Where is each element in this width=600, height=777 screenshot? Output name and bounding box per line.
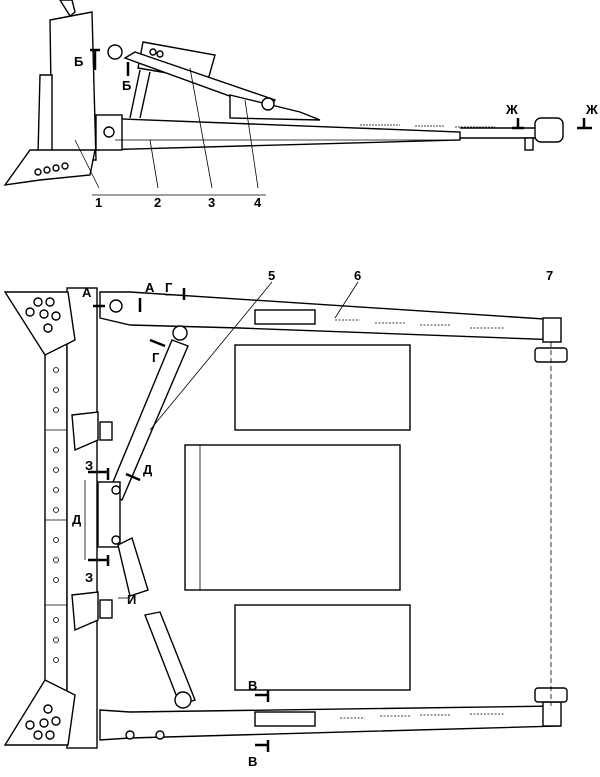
track-bottom [234,604,411,691]
callout-4: 4 [254,195,262,210]
callout-7: 7 [546,268,553,283]
hydraulic-cylinder-4 [123,51,277,111]
section-mark-b-1: Б [74,54,83,69]
blade-holes [34,162,69,176]
blade-box [44,299,68,721]
section-mark-z-2: З [85,570,93,585]
blade-side-holes [53,367,59,663]
arm-pivot [109,299,123,313]
blade-wing-top [3,291,76,356]
callout-3: 3 [208,195,215,210]
callout-6: 6 [354,268,361,283]
callout-5: 5 [268,268,275,283]
section-mark-v-1: В [248,678,257,693]
callout-2: 2 [154,195,161,210]
brace-strut-5 [107,339,189,501]
arm-joint [254,309,316,325]
callout-1: 1 [95,195,102,210]
section-mark-i: И [127,592,136,607]
blade-wing-bottom [3,679,76,746]
antenna [59,0,76,18]
section-mark-z-1: З [85,458,93,473]
brace-bottom [71,591,99,632]
plan-view [3,281,568,752]
blade-cutting-edge [3,149,96,186]
side-view [3,0,592,196]
blade-part-1 [49,11,97,161]
section-mark-a-1: А [82,285,92,300]
lower-strut [144,611,196,706]
track-middle [184,444,401,591]
trunnion-ball [534,117,564,143]
track-top [234,344,411,431]
section-mark-b-2: Б [122,78,131,93]
blade-face [66,287,98,749]
section-mark-g-2: Г [152,350,160,365]
lower-strut-stub [117,537,149,597]
section-mark-d-1: Д [143,462,153,477]
section-mark-v-2: В [248,754,257,769]
brace-top [71,411,99,452]
section-mark-d-2: Д [72,512,82,527]
frame-ribs [360,124,495,128]
section-mark-a-2: А [145,280,155,295]
section-mark-zh-1: Ж [505,102,518,117]
blade-edge [37,74,53,161]
push-arm-lower [99,705,561,741]
push-arm-6 [99,291,561,341]
section-mark-g-1: Г [165,280,173,295]
central-bracket [97,481,121,548]
cylinder-bracket [229,94,321,121]
section-mark-zh-2: Ж [585,102,598,117]
wing-bolts [25,297,61,740]
